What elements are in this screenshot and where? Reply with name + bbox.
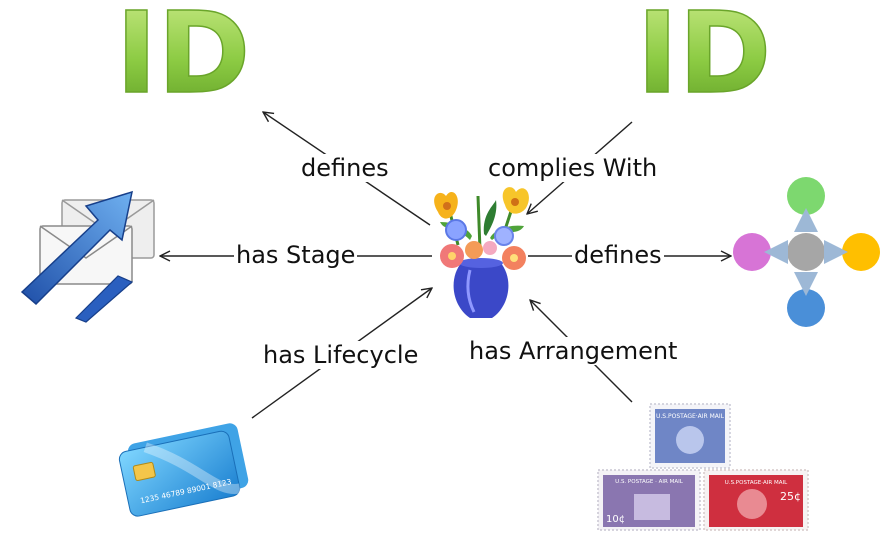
edge-label-has-lifecycle: has Lifecycle — [261, 341, 421, 369]
flower-vase-icon — [434, 187, 529, 318]
svg-text: U.S. POSTAGE · AIR MAIL — [615, 479, 684, 485]
airmail-stamps-icon: U.S.POSTAGE·AIR MAIL 10¢ U.S. POSTAGE · … — [597, 403, 809, 531]
circle-orange — [842, 233, 880, 271]
edge-label-complies-with: complies With — [486, 154, 660, 182]
id-logo-left: ID — [115, 0, 251, 120]
circle-green — [787, 177, 825, 215]
circle-blue — [787, 289, 825, 327]
id-logo-left-text: ID — [116, 0, 251, 119]
circle-gray — [787, 233, 825, 271]
svg-text: 25¢ — [780, 490, 801, 503]
id-logo-right-text: ID — [637, 0, 772, 119]
edge-label-defines-layout: defines — [572, 241, 664, 269]
mail-envelopes-arrow-icon — [20, 190, 155, 323]
svg-text: U.S.POSTAGE·AIR MAIL — [656, 413, 725, 420]
svg-text: 10¢ — [606, 514, 625, 525]
edge-label-has-stage: has Stage — [234, 241, 358, 269]
id-logo-right: ID — [636, 0, 772, 120]
edge-label-has-arrangement: has Arrangement — [467, 337, 680, 365]
svg-text: U.S.POSTAGE·AIR MAIL — [725, 480, 788, 486]
colored-circles-cross-icon — [733, 177, 880, 327]
circle-magenta — [733, 233, 771, 271]
edge-label-defines-id: defines — [299, 154, 391, 182]
credit-card-icon: 1235 46789 89001 8123 — [118, 423, 249, 517]
